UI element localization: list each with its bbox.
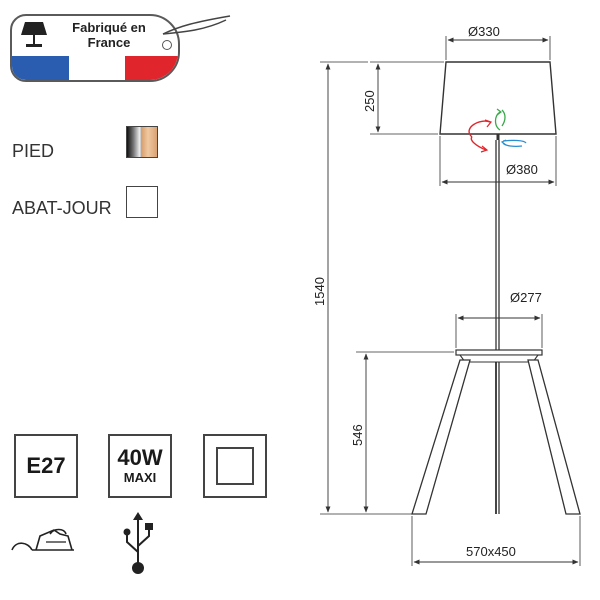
lampshade-outline [439,61,557,135]
abat-jour-label: ABAT-JOUR [12,198,112,218]
power-spec-box: 40W MAXI [108,434,172,498]
pied-finish-swatch [126,126,158,158]
rotation-arrow-blue-icon [502,139,527,144]
flag-blue [12,56,69,80]
rotation-icons [468,108,527,153]
dim-tray-diameter: Ø277 [510,290,542,305]
tag-hole [162,40,172,50]
class-ii-box [203,434,267,498]
tripod-leg-right [527,359,581,515]
tray-top [455,349,543,356]
pied-label: PIED [12,141,55,161]
french-flag-stripe [12,56,178,80]
power-note: MAXI [123,470,157,485]
dim-shade-height: 250 [362,90,377,112]
tripod-leg-left [411,359,471,515]
made-in-france-badge: Fabriqué en France [10,14,180,82]
socket-type: E27 [26,453,66,478]
power-value: 40W [117,445,163,470]
rotation-arrow-red-icon [468,120,491,138]
socket-spec-box: E27 [14,434,78,498]
double-insulation-icon [216,447,254,485]
lampshade-side-left [439,61,447,135]
dim-top-diameter: Ø330 [468,24,500,39]
flag-red [125,56,178,80]
foot-switch-icon [11,528,74,551]
badge-line-1: Fabriqué en [72,20,146,35]
flag-white [68,56,126,80]
tray-bottom [458,354,540,363]
dim-bottom-diameter: Ø380 [506,162,538,177]
abat-jour-finish-swatch [126,186,158,218]
tag-string-icon [162,15,231,35]
lamp-icon [21,22,47,47]
dim-total-height: 1540 [312,277,327,306]
dim-base-height: 546 [350,424,365,446]
usb-icon [123,512,153,574]
badge-text: Fabriqué en France [50,20,168,50]
dim-footprint: 570x450 [466,544,516,559]
badge-line-2: France [87,35,131,50]
